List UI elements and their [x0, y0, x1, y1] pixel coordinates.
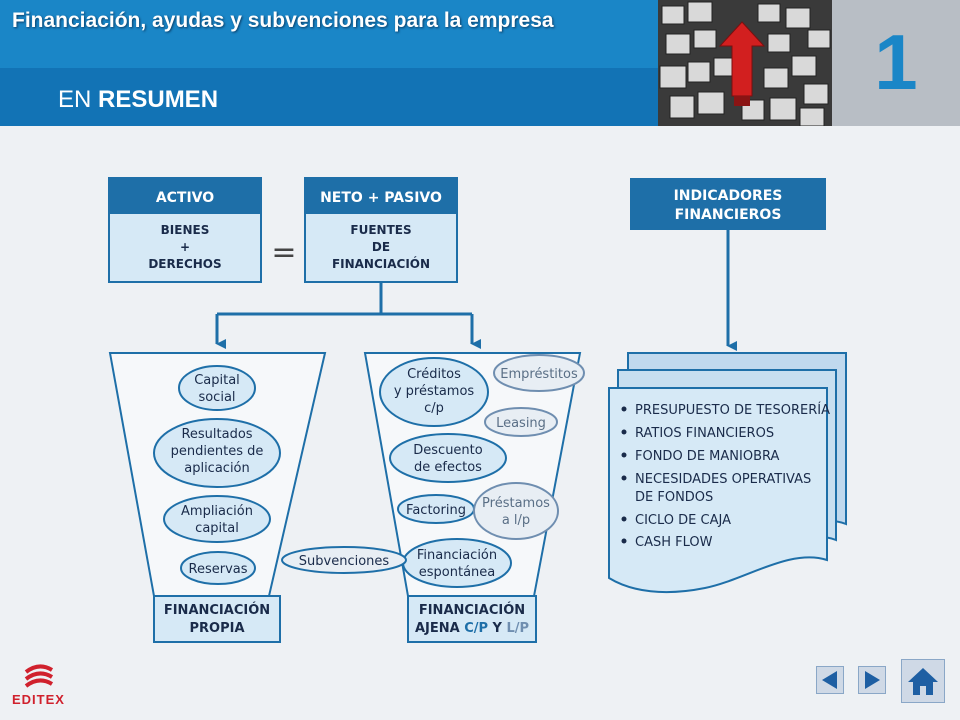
indicator-item: CICLO DE CAJA	[635, 513, 731, 528]
next-slide-button[interactable]	[858, 666, 886, 694]
activo-line: DERECHOS	[148, 257, 221, 271]
cubes-image	[658, 0, 832, 126]
propia-item-text: Resultados	[181, 427, 252, 442]
neto-line: DE	[372, 240, 390, 254]
neto-line: FUENTES	[350, 223, 411, 237]
indicators-document: PRESUPUESTO DE TESORERÍA RATIOS FINANCIE…	[608, 352, 847, 594]
home-icon	[908, 668, 938, 695]
header-title: Financiación, ayudas y subvenciones para…	[12, 9, 554, 32]
equals-sign: =	[271, 235, 296, 270]
arrow-left-icon	[822, 671, 837, 689]
section-title-en: EN	[58, 86, 92, 113]
header-bar	[0, 0, 658, 68]
propia-item-text: Ampliación	[181, 504, 253, 519]
propia-item-text: Capital	[194, 373, 240, 388]
propia-label: PROPIA	[189, 621, 244, 636]
ajena-label-line2: AJENA C/P Y L/P	[415, 621, 529, 636]
ajena-item-text: Descuento	[413, 443, 483, 458]
activo-line: +	[180, 240, 190, 254]
propia-item-text: Reservas	[189, 562, 248, 577]
indicadores-title: INDICADORES	[674, 188, 783, 204]
ajena-item-text: y préstamos	[394, 384, 475, 399]
section-title: EN RESUMEN	[58, 86, 218, 114]
propia-item-text: pendientes de	[171, 444, 264, 459]
indicator-item: DE FONDOS	[635, 490, 713, 505]
section-title-resumen: RESUMEN	[91, 86, 219, 113]
ajena-item-text: Leasing	[496, 416, 546, 431]
propia-label: FINANCIACIÓN	[164, 602, 270, 618]
propia-item-text: aplicación	[184, 461, 250, 476]
indicator-item: PRESUPUESTO DE TESORERÍA	[635, 402, 830, 418]
ajena-item-text: Préstamos	[482, 496, 550, 511]
indicator-item: FONDO DE MANIOBRA	[635, 449, 779, 464]
neto-line: FINANCIACIÓN	[332, 256, 430, 271]
ajena-item-text: Factoring	[406, 503, 466, 518]
indicator-item: RATIOS FINANCIEROS	[635, 426, 774, 441]
subheader-bar	[0, 68, 658, 126]
propia-item-text: capital	[195, 521, 239, 536]
activo-title: ACTIVO	[156, 190, 214, 206]
activo-box: ACTIVO BIENES + DERECHOS	[108, 177, 262, 283]
arrow-right-icon	[865, 671, 880, 689]
ajena-item-text: de efectos	[414, 460, 482, 475]
home-button[interactable]	[901, 659, 945, 703]
subvenciones-text: Subvenciones	[299, 554, 390, 569]
funnel-ajena: FINANCIACIÓN AJENA C/P Y L/P Créditos y …	[363, 352, 585, 643]
ajena-label-y: Y	[488, 621, 506, 636]
ajena-item-text: Empréstitos	[500, 367, 578, 382]
chapter-number-box: 1	[832, 0, 960, 126]
ajena-item-text: espontánea	[419, 565, 495, 580]
ajena-item-text: Financiación	[417, 548, 497, 563]
ajena-item-text: c/p	[424, 401, 444, 416]
ajena-label-lp: L/P	[506, 621, 529, 636]
ajena-label: FINANCIACIÓN	[419, 602, 525, 618]
neto-pasivo-box: NETO + PASIVO FUENTES DE FINANCIACIÓN	[304, 177, 458, 283]
funnel-propia: FINANCIACIÓN PROPIA Capital social Resul…	[108, 352, 327, 643]
activo-line: BIENES	[161, 223, 210, 237]
editex-logo-text: EDITEX	[12, 692, 65, 707]
propia-item-text: social	[198, 390, 235, 405]
ajena-label-cp: C/P	[464, 621, 488, 636]
ajena-item-text: a l/p	[502, 513, 530, 528]
ajena-item-text: Créditos	[407, 367, 461, 382]
connectors	[215, 230, 737, 351]
indicadores-title: FINANCIEROS	[675, 207, 782, 223]
indicator-item: CASH FLOW	[635, 535, 713, 550]
subvenciones-node: Subvenciones	[281, 546, 407, 574]
prev-slide-button[interactable]	[816, 666, 844, 694]
indicadores-box: INDICADORES FINANCIEROS	[630, 178, 826, 230]
neto-title: NETO + PASIVO	[320, 190, 442, 206]
ajena-label-prefix: AJENA	[415, 621, 464, 636]
chapter-number: 1	[874, 18, 918, 106]
editex-logo-icon	[24, 664, 54, 688]
indicator-item: NECESIDADES OPERATIVAS	[635, 472, 811, 487]
header-photo	[658, 0, 832, 126]
